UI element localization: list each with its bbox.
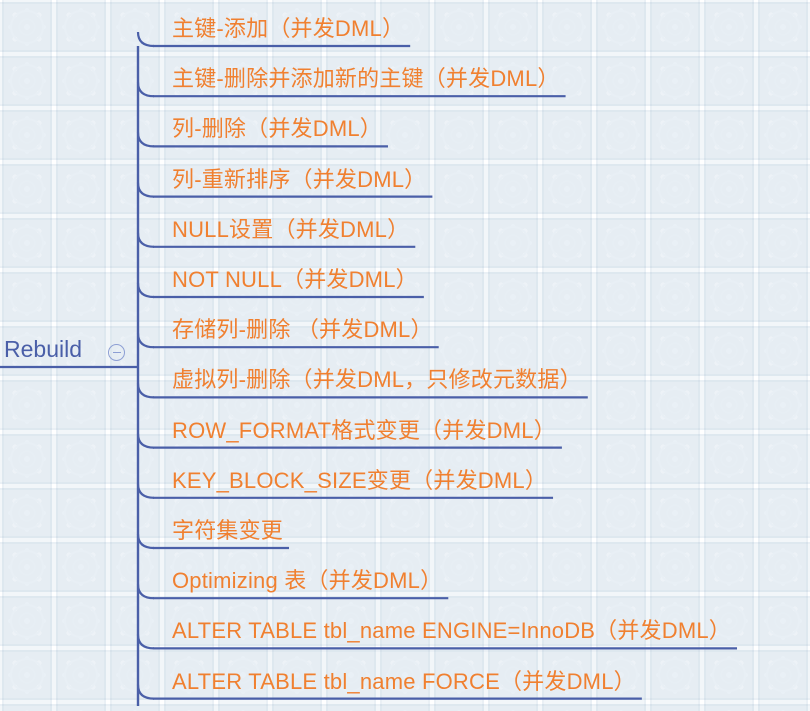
mindmap-node[interactable]: Optimizing 表（并发DML） — [172, 568, 443, 594]
mindmap-node[interactable]: ROW_FORMAT格式变更（并发DML） — [172, 417, 556, 443]
mindmap-node[interactable]: 列-重新排序（并发DML） — [172, 166, 427, 192]
branch-elbow — [136, 31, 155, 48]
minus-glyph — [112, 351, 121, 354]
branch-elbow — [136, 533, 155, 550]
branch-elbow — [136, 433, 155, 449]
mindmap-node[interactable]: 字符集变更 — [172, 518, 284, 543]
mindmap-node[interactable]: KEY_BLOCK_SIZE变更（并发DML） — [172, 467, 548, 493]
branch-elbow — [136, 483, 155, 499]
branch-elbow — [136, 82, 155, 98]
mindmap-node[interactable]: 列-删除（并发DML） — [172, 116, 382, 142]
mindmap-node[interactable]: 主键-删除并添加新的主键（并发DML） — [172, 66, 560, 92]
mindmap-node[interactable]: 虚拟列-删除（并发DML，只修改元数据） — [172, 367, 582, 393]
root-node[interactable]: Rebuild — [0, 338, 125, 367]
branch-elbow — [136, 634, 155, 650]
branch-elbow — [136, 383, 155, 399]
branch-elbow — [136, 282, 155, 299]
branch-elbow — [136, 132, 155, 148]
mindmap-node[interactable]: NULL设置（并发DML） — [172, 216, 410, 242]
branch-elbow — [136, 182, 155, 198]
mindmap-node[interactable]: ALTER TABLE tbl_name FORCE（并发DML） — [172, 668, 636, 694]
mindmap-node[interactable]: NOT NULL（并发DML） — [172, 267, 418, 292]
branch-elbow — [136, 232, 155, 248]
collapse-minus-icon[interactable] — [108, 344, 125, 361]
mindmap-node[interactable]: 存储列-删除 （并发DML） — [172, 317, 433, 343]
branch-elbow — [136, 684, 155, 700]
mindmap-node[interactable]: 主键-添加（并发DML） — [172, 16, 405, 41]
root-node-label: Rebuild — [4, 336, 82, 362]
branch-elbow — [136, 584, 155, 600]
branch-elbow — [136, 333, 155, 349]
mindmap-node[interactable]: ALTER TABLE tbl_name ENGINE=InnoDB（并发DML… — [172, 618, 732, 644]
